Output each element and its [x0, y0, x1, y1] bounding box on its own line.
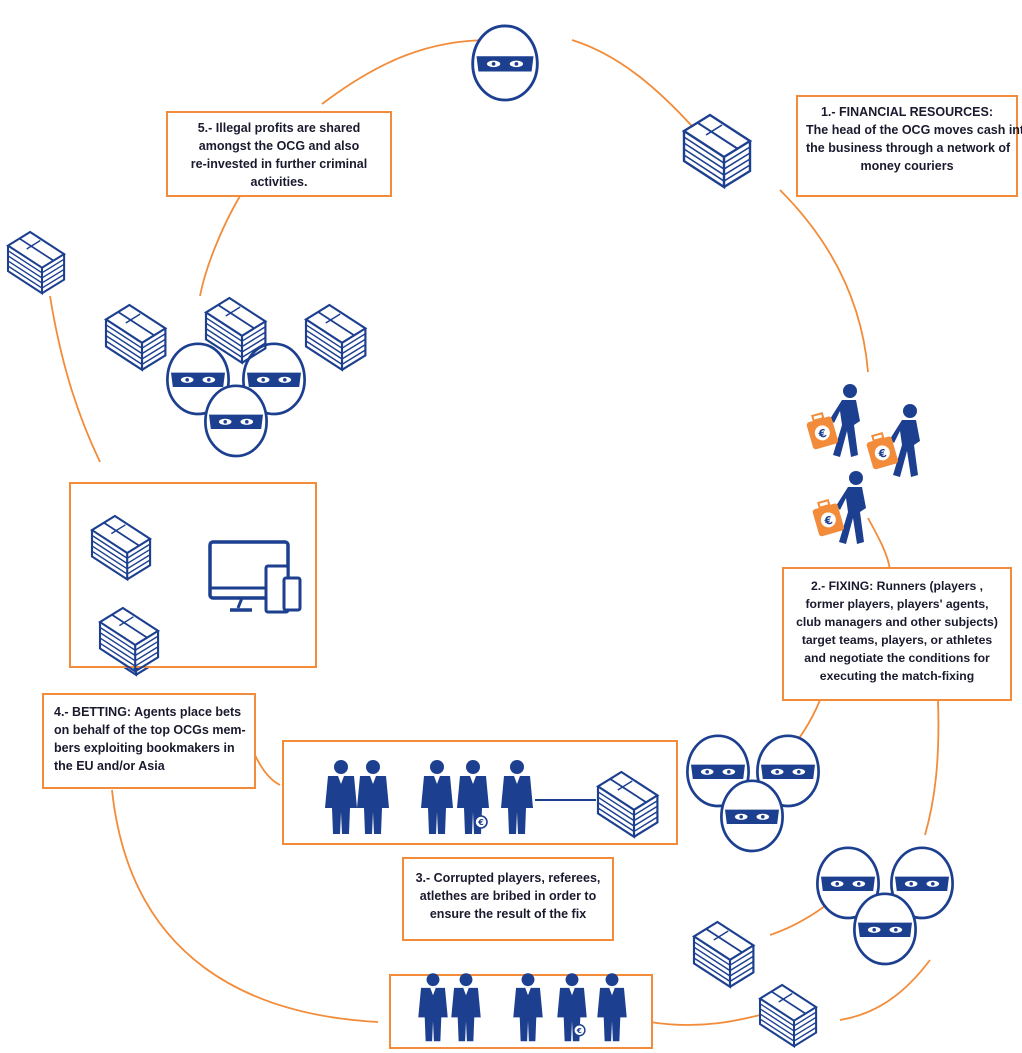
- money-courier-icon: [803, 383, 861, 458]
- step-text-line: The head of the OCG moves cash into: [806, 123, 1022, 137]
- step-text-line: 3.- Corrupted players, referees,: [415, 871, 601, 885]
- step-text-line: 4.- BETTING: Agents place bets: [54, 705, 242, 719]
- cash-stack-icon: [6, 230, 66, 295]
- step-text-line: money couriers: [860, 159, 954, 173]
- step-2-fixing: 2.- FIXING: Runners (players , former pl…: [782, 567, 1012, 701]
- cash-stack-icon: [104, 303, 167, 371]
- step-text-line: amongst the OCG and also: [198, 139, 360, 153]
- computer-devices-icon: [208, 540, 302, 614]
- step-text-line: 5.- Illegal profits are shared: [197, 121, 361, 135]
- cash-stack-icon: [304, 303, 367, 371]
- step-text-line: 2.- FIXING: Runners (players ,: [810, 579, 984, 593]
- money-courier-icon: [863, 403, 921, 478]
- step-1-financial-resources: 1.- FINANCIAL RESOURCES: The head of the…: [796, 95, 1022, 197]
- step-4-betting: 4.- BETTING: Agents place bets on behalf…: [42, 693, 256, 789]
- step-text-line: on behalf of the top OCGs mem-: [54, 723, 246, 737]
- step-text-line: bers exploiting bookmakers in: [54, 741, 235, 755]
- cash-stack-icon: [692, 920, 755, 988]
- cash-stack-icon: [682, 113, 752, 189]
- step-3-corruption: 3.- Corrupted players, referees, atlethe…: [402, 857, 614, 941]
- step-text-line: atlethes are bribed in order to: [419, 889, 597, 903]
- step-text-line: activities.: [250, 175, 308, 189]
- masked-criminal-icon: [204, 384, 268, 458]
- step-text-line: the EU and/or Asia: [54, 759, 165, 773]
- step-text-line: ensure the result of the fix: [429, 907, 587, 921]
- step-text-line: 1.- FINANCIAL RESOURCES:: [820, 105, 993, 119]
- step-text-line: the business through a network of: [806, 141, 1011, 155]
- step-text-line: club managers and other subjects): [796, 615, 998, 629]
- money-courier-icon: [809, 470, 867, 545]
- cash-stack-icon: [758, 983, 818, 1048]
- step-text-line: target teams, players, or athletes: [801, 633, 993, 647]
- masked-criminal-icon: [471, 24, 539, 102]
- masked-criminal-icon: [720, 779, 784, 853]
- step-text-line: re-invested in further criminal: [190, 157, 368, 171]
- step-text-line: and negotiate the conditions for: [804, 651, 990, 665]
- step-5-profits: 5.- Illegal profits are shared amongst t…: [166, 111, 392, 197]
- step-text-line: executing the match-fixing: [819, 669, 975, 683]
- step-text-line: former players, players' agents,: [805, 597, 989, 611]
- masked-criminal-icon: [853, 892, 917, 966]
